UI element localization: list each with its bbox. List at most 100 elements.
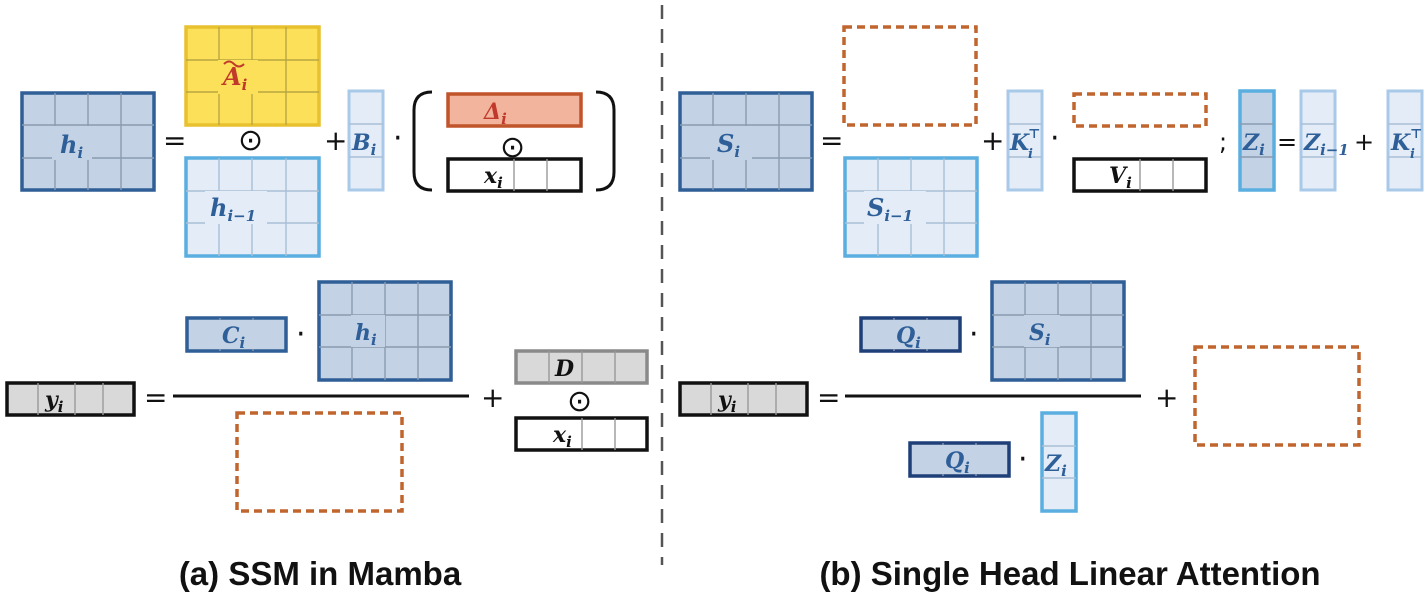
y-a-sub: i xyxy=(58,398,64,416)
h-i2-label: h xyxy=(355,320,371,346)
y-b-label: y xyxy=(717,387,733,413)
k2-sub: i xyxy=(1410,147,1415,162)
svg-text:Ci: Ci xyxy=(222,323,246,352)
delta-label: Δ xyxy=(483,99,501,125)
matrix-s-i-bottom: Si xyxy=(990,280,1126,382)
c-sub: i xyxy=(240,334,246,352)
svg-text:Qi: Qi xyxy=(945,448,970,477)
right-paren xyxy=(595,90,616,192)
c-label: C xyxy=(222,323,240,349)
svg-text:Ai: Ai xyxy=(221,62,248,94)
vector-c-i: Ci xyxy=(185,316,288,353)
equals-sign: = xyxy=(163,124,186,157)
k-label: K xyxy=(1009,130,1030,156)
a-label: A xyxy=(221,62,242,91)
vector-k-i-2: K ⊤ i xyxy=(1386,89,1424,192)
z2-sub: i xyxy=(1061,462,1067,480)
left-paren xyxy=(412,90,433,192)
svg-text:hi−1: hi−1 xyxy=(210,193,256,225)
plus-sign-b3: + xyxy=(1155,381,1178,414)
dot-op-b2: · xyxy=(969,317,979,352)
matrix-a-tilde: Ai xyxy=(184,25,321,127)
vector-v-i: Vi xyxy=(1072,157,1208,193)
s-i2-sub: i xyxy=(1045,331,1051,349)
svg-text:Si: Si xyxy=(1029,320,1051,349)
vector-y-i-a: yi xyxy=(5,381,136,417)
panel-b: Si = Si−1 + K ⊤ i · xyxy=(678,25,1424,592)
x-sub: i xyxy=(497,174,503,192)
k-sub: i xyxy=(1028,147,1033,162)
v-sub: i xyxy=(1126,174,1132,192)
hadamard-op-1: ⊙ xyxy=(238,123,263,158)
q2-label: Q xyxy=(945,448,964,474)
b-sub: i xyxy=(371,141,377,159)
svg-text:Si: Si xyxy=(717,129,740,161)
svg-text:hi: hi xyxy=(60,130,83,162)
empty-denominator-a xyxy=(235,411,404,513)
z-prev-label: Z xyxy=(1303,130,1321,156)
svg-text:Si−1: Si−1 xyxy=(867,193,913,225)
k2-label: K xyxy=(1390,130,1411,156)
svg-text:Zi: Zi xyxy=(1044,451,1067,480)
x-label: x xyxy=(483,163,498,189)
y-b-sub: i xyxy=(731,398,737,416)
dot-op-b1: · xyxy=(1050,121,1060,156)
plus-sign-2: + xyxy=(481,381,504,414)
caption-b: (b) Single Head Linear Attention xyxy=(819,555,1320,592)
q-label: Q xyxy=(896,323,915,349)
svg-text:K: K xyxy=(1390,130,1411,156)
k2-sup: ⊤ xyxy=(1410,127,1422,142)
equals-sign-2: = xyxy=(144,381,167,414)
vector-y-i-b: yi xyxy=(678,381,809,417)
s-i2-label: S xyxy=(1029,320,1045,346)
s-i-label: S xyxy=(717,129,734,158)
vector-delta-i: Δi xyxy=(446,92,583,128)
svg-text:Zi−1: Zi−1 xyxy=(1303,130,1349,159)
x2-label: x xyxy=(552,422,567,448)
panel-a: hi = Ai ⊙ hi−1 + xyxy=(5,25,649,592)
svg-text:Δi: Δi xyxy=(483,99,507,128)
equals-sign-b3: = xyxy=(817,381,840,414)
vector-q-i: Qi xyxy=(859,316,962,353)
matrix-s-i: Si xyxy=(678,91,814,192)
empty-delta-box xyxy=(1072,92,1208,128)
equals-sign-b2: = xyxy=(1277,128,1297,156)
vector-z-i-denominator: Zi xyxy=(1040,411,1078,513)
q-sub: i xyxy=(915,334,921,352)
empty-skip-box xyxy=(1193,345,1361,447)
vector-q-i-denominator: Qi xyxy=(908,441,1011,478)
z2-label: Z xyxy=(1044,451,1062,477)
semicolon: ; xyxy=(1219,128,1227,156)
q2-sub: i xyxy=(964,459,970,477)
svg-text:xi: xi xyxy=(552,422,572,451)
z-prev-sub: i−1 xyxy=(1320,141,1349,159)
matrix-h-i: hi xyxy=(20,91,156,192)
k-sup: ⊤ xyxy=(1028,127,1040,142)
h-prev-sub: i−1 xyxy=(227,207,256,225)
equals-sign-b1: = xyxy=(820,124,843,157)
vector-k-i: K ⊤ i xyxy=(1006,89,1044,192)
h-i-sub: i xyxy=(77,144,83,162)
vector-d: D xyxy=(514,349,649,385)
dot-op-b3: · xyxy=(1018,442,1028,477)
dot-op-2: · xyxy=(296,317,306,352)
h-prev-label: h xyxy=(210,193,227,222)
matrix-h-i-bottom: hi xyxy=(317,280,453,382)
plus-sign-b1: + xyxy=(981,124,1004,157)
svg-text:yi: yi xyxy=(44,387,64,416)
s-i-sub: i xyxy=(734,143,740,161)
caption-a: (a) SSM in Mamba xyxy=(179,555,462,592)
svg-text:K: K xyxy=(1009,130,1030,156)
svg-text:xi: xi xyxy=(483,163,503,192)
svg-text:Qi: Qi xyxy=(896,323,921,352)
vector-b-i: Bi xyxy=(347,89,385,192)
z-sub: i xyxy=(1259,141,1265,159)
svg-text:Zi: Zi xyxy=(1242,130,1265,159)
empty-decay-box xyxy=(842,25,978,127)
z-label: Z xyxy=(1242,130,1260,156)
v-label: V xyxy=(1109,163,1128,189)
hadamard-op-3: ⊙ xyxy=(567,384,592,419)
delta-sub: i xyxy=(501,110,507,128)
d-label: D xyxy=(554,356,574,382)
